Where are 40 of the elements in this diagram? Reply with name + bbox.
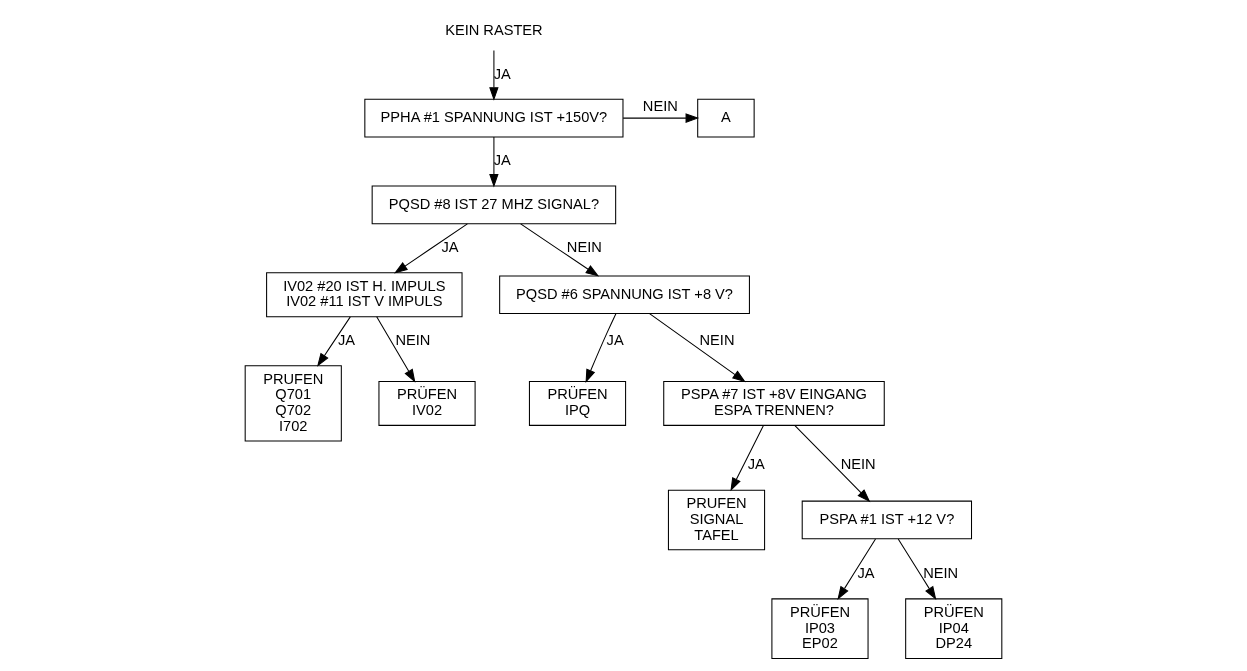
edge-label: NEIN	[699, 332, 735, 349]
arrow	[794, 424, 871, 503]
edge-label: JA	[493, 65, 511, 82]
node-box: PRUFEN SIGNAL TAFEL	[667, 489, 766, 551]
arrow	[837, 538, 877, 600]
edge-label: NEIN	[566, 239, 602, 256]
edge-label: JA	[747, 456, 765, 473]
edge-label: JA	[857, 565, 875, 582]
arrow	[489, 136, 499, 188]
arrow	[376, 316, 416, 383]
node-box: PPHA #1 SPANNUNG IST +150V?	[364, 98, 624, 138]
node-box: PRÜFEN IP03 EP02	[771, 598, 869, 659]
node-box: PRÜFEN IPQ	[528, 380, 627, 426]
edge-label: NEIN	[642, 98, 678, 115]
edge-label: NEIN	[395, 332, 431, 349]
node-box: PSPA #7 IST +8V EINGANG ESPA TRENNEN?	[663, 380, 885, 426]
arrow	[394, 223, 468, 274]
arrow	[585, 313, 617, 383]
arrow	[520, 223, 600, 277]
edge-label: JA	[441, 239, 459, 256]
edge-label: JA	[493, 152, 511, 169]
arrow	[317, 316, 351, 367]
node-text: KEIN RASTER	[445, 22, 543, 39]
node-box: PQSD #6 SPANNUNG IST +8 V?	[499, 275, 750, 315]
edge-label: JA	[338, 332, 356, 349]
edge-label: NEIN	[923, 565, 959, 582]
edge-label: JA	[606, 332, 624, 349]
arrow	[897, 538, 937, 600]
arrow	[489, 49, 499, 101]
node-box: PRÜFEN IV02	[378, 380, 476, 426]
node-box: IV02 #20 IST H. IMPULS IV02 #11 IST V IMPULS	[266, 272, 463, 318]
arrow	[649, 313, 746, 383]
arrow	[730, 424, 764, 492]
node-box: PRUFEN Q701 Q702 I702	[244, 365, 342, 442]
arrow	[622, 113, 700, 123]
node-box: A	[697, 98, 755, 138]
edge-label: NEIN	[840, 456, 876, 473]
node-box: PQSD #8 IST 27 MHZ SIGNAL?	[371, 185, 617, 225]
node-box: PRÜFEN IP04 DP24	[905, 598, 1003, 659]
node-box: PSPA #1 IST +12 V?	[801, 500, 973, 540]
